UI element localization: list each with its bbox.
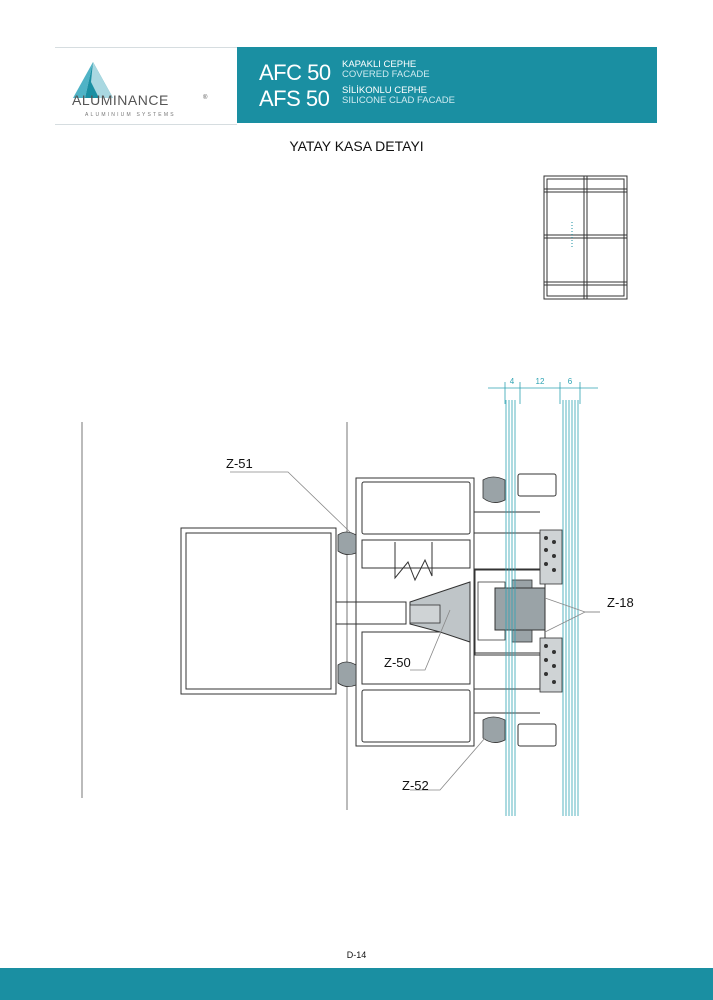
horizontal-frame-section: 4 12 6 Z-51 Z-50 Z-18 Z-52 [81,377,634,816]
product-code-2: AFS 50 [259,86,330,111]
gaskets [337,473,557,747]
mullion-profile [335,477,541,747]
dim-label-3: 6 [568,377,573,386]
product-name-en-1: COVERED FACADE [342,69,430,80]
transom-profile [180,527,337,695]
dim-label-2: 12 [536,377,545,386]
logo-mark-icon: ALUMINANCE ® ALUMINIUM SYSTEMS [72,62,208,118]
part-label-z51: Z-51 [226,456,253,471]
product-name-en-2: SILICONE CLAD FACADE [342,95,455,106]
dim-label-1: 4 [510,377,515,386]
product-code-1: AFC 50 [259,60,331,85]
product-name-tr-2: SİLİKONLU CEPHE [342,85,427,96]
header: ALUMINANCE ® ALUMINIUM SYSTEMS AFC 50 KA… [55,47,657,125]
part-label-z18: Z-18 [607,595,634,610]
brand-tagline: ALUMINIUM SYSTEMS [85,112,176,118]
part-label-z52: Z-52 [402,778,429,793]
page-title: YATAY KASA DETAYI [289,138,424,154]
product-band: AFC 50 KAPAKLI CEPHE COVERED FACADE AFS … [237,47,657,123]
leader-lines [230,471,600,791]
dimension-line: 4 12 6 [488,377,598,404]
glazing-spacers [539,529,563,693]
footer-bar [0,968,713,1000]
facade-key-elevation [543,175,628,300]
glass-panes [505,400,579,816]
brand-name: ALUMINANCE [72,92,169,108]
registered-mark: ® [203,94,208,101]
pressure-plate-connector [409,569,546,656]
logo-box: ALUMINANCE ® ALUMINIUM SYSTEMS [55,47,237,125]
product-name-tr-1: KAPAKLI CEPHE [342,59,417,70]
page-number: D-14 [346,950,367,960]
part-label-z50: Z-50 [384,655,411,670]
